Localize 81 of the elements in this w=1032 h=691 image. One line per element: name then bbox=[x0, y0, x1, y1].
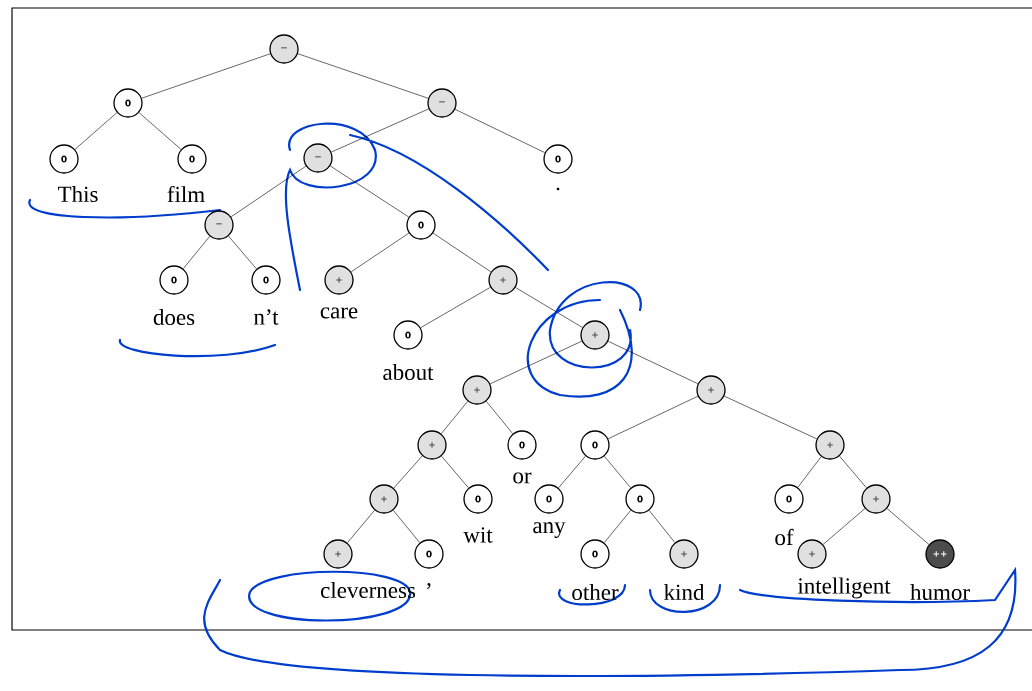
tree-branch bbox=[331, 108, 429, 153]
sentiment-node: + bbox=[861, 484, 891, 514]
tree-branch bbox=[432, 232, 492, 273]
sentiment-node: 0 bbox=[774, 484, 804, 514]
tree-branch bbox=[724, 395, 817, 440]
tree-branch bbox=[138, 112, 182, 150]
tree-branch bbox=[604, 455, 631, 489]
tree-branch bbox=[822, 508, 866, 545]
sentiment-node: + bbox=[815, 430, 845, 460]
tree-branch bbox=[74, 112, 118, 150]
tree-branch bbox=[648, 510, 676, 543]
sentiment-node: − bbox=[427, 88, 457, 118]
tree-branch bbox=[454, 109, 546, 153]
sentiment-node: 0 bbox=[507, 430, 537, 460]
word: wit bbox=[463, 527, 493, 543]
sentiment-node: − bbox=[269, 34, 299, 64]
sentiment-node: 0 bbox=[580, 430, 610, 460]
word: other bbox=[572, 583, 619, 601]
sentiment-node: 0 bbox=[580, 539, 610, 569]
tree-branch bbox=[485, 401, 514, 434]
tree-branch bbox=[141, 53, 271, 99]
tree-branch bbox=[392, 510, 421, 543]
sentiment-node: 0 bbox=[49, 144, 79, 174]
word: , bbox=[427, 583, 431, 589]
word: . bbox=[556, 187, 560, 191]
tree-branch bbox=[330, 165, 410, 218]
tree-branch bbox=[347, 509, 375, 544]
tree-branch bbox=[490, 340, 583, 385]
sentiment-node: + bbox=[669, 539, 699, 569]
tree-branch bbox=[230, 165, 307, 218]
tree-branch bbox=[441, 455, 469, 489]
tree-branch bbox=[350, 232, 410, 273]
word: any bbox=[533, 522, 566, 538]
word: intelligent bbox=[797, 577, 891, 599]
sentiment-node: + bbox=[797, 539, 827, 569]
tree-branch bbox=[797, 456, 822, 488]
tree-branch bbox=[297, 53, 429, 99]
tree-branch bbox=[183, 236, 211, 269]
sentiment-node: ++ bbox=[925, 539, 955, 569]
word: care bbox=[320, 307, 358, 319]
sentiment-node: − bbox=[204, 210, 234, 240]
sentiment-node: 0 bbox=[159, 265, 189, 295]
word: film bbox=[167, 185, 205, 203]
tree-branch bbox=[228, 235, 257, 270]
tree-branch bbox=[420, 287, 491, 328]
tree-branch bbox=[515, 287, 583, 328]
word: humor bbox=[910, 583, 970, 601]
sentiment-node: − bbox=[303, 143, 333, 173]
sentiment-node: 0 bbox=[113, 88, 143, 118]
sentiment-node: 0 bbox=[625, 484, 655, 514]
tree-branch bbox=[604, 510, 632, 543]
tree-branch bbox=[607, 340, 699, 385]
tree-branch bbox=[886, 508, 930, 545]
word: kind bbox=[664, 583, 705, 601]
sentiment-node: + bbox=[462, 375, 492, 405]
sentiment-node: + bbox=[323, 539, 353, 569]
sentiment-node: 0 bbox=[463, 484, 493, 514]
word: of bbox=[775, 528, 794, 546]
word: does bbox=[153, 308, 195, 326]
word: This bbox=[58, 185, 98, 203]
tree-branch bbox=[839, 455, 867, 489]
word: n’t bbox=[253, 309, 279, 325]
sentiment-node: 0 bbox=[393, 320, 423, 350]
sentiment-node: + bbox=[580, 320, 610, 350]
sentiment-node: + bbox=[369, 484, 399, 514]
sentiment-node: 0 bbox=[543, 144, 573, 174]
tree-branch bbox=[558, 455, 586, 489]
word: or bbox=[513, 472, 532, 484]
sentiment-node: + bbox=[417, 430, 447, 460]
sentiment-node: + bbox=[324, 265, 354, 295]
sentiment-node: 0 bbox=[414, 539, 444, 569]
tree-branch bbox=[393, 455, 423, 489]
sentiment-node: 0 bbox=[177, 144, 207, 174]
sentiment-node: 0 bbox=[251, 265, 281, 295]
sentiment-node: + bbox=[488, 265, 518, 295]
sentiment-node: 0 bbox=[406, 210, 436, 240]
tree-branch bbox=[440, 401, 469, 434]
word: about bbox=[383, 363, 434, 381]
tree-branch bbox=[607, 395, 699, 440]
sentiment-node: + bbox=[696, 375, 726, 405]
sentiment-node: 0 bbox=[534, 484, 564, 514]
